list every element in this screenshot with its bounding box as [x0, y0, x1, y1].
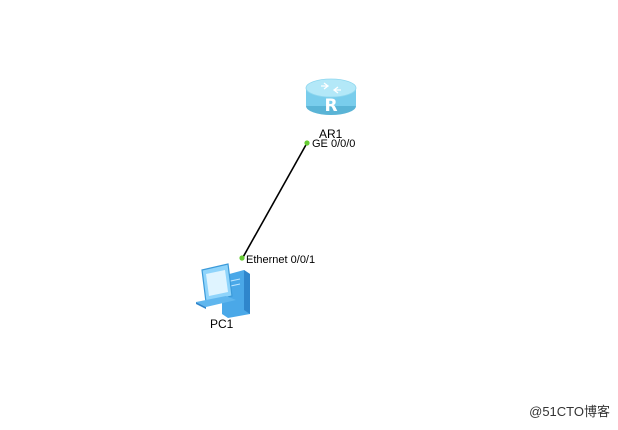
pc-name-label: PC1 [210, 317, 234, 331]
router-name-label: AR1 [319, 127, 343, 141]
svg-text:R: R [324, 96, 337, 116]
pc-icon[interactable] [196, 263, 250, 318]
port-dot-pc [239, 255, 245, 261]
watermark: @51CTO博客 [529, 404, 610, 419]
router-port-label: GE 0/0/0 [312, 138, 356, 150]
link-cable[interactable] [241, 142, 308, 260]
port-dot-router [304, 140, 310, 146]
pc-port-label: Ethernet 0/0/1 [246, 254, 316, 266]
router-icon[interactable]: R [305, 78, 357, 116]
